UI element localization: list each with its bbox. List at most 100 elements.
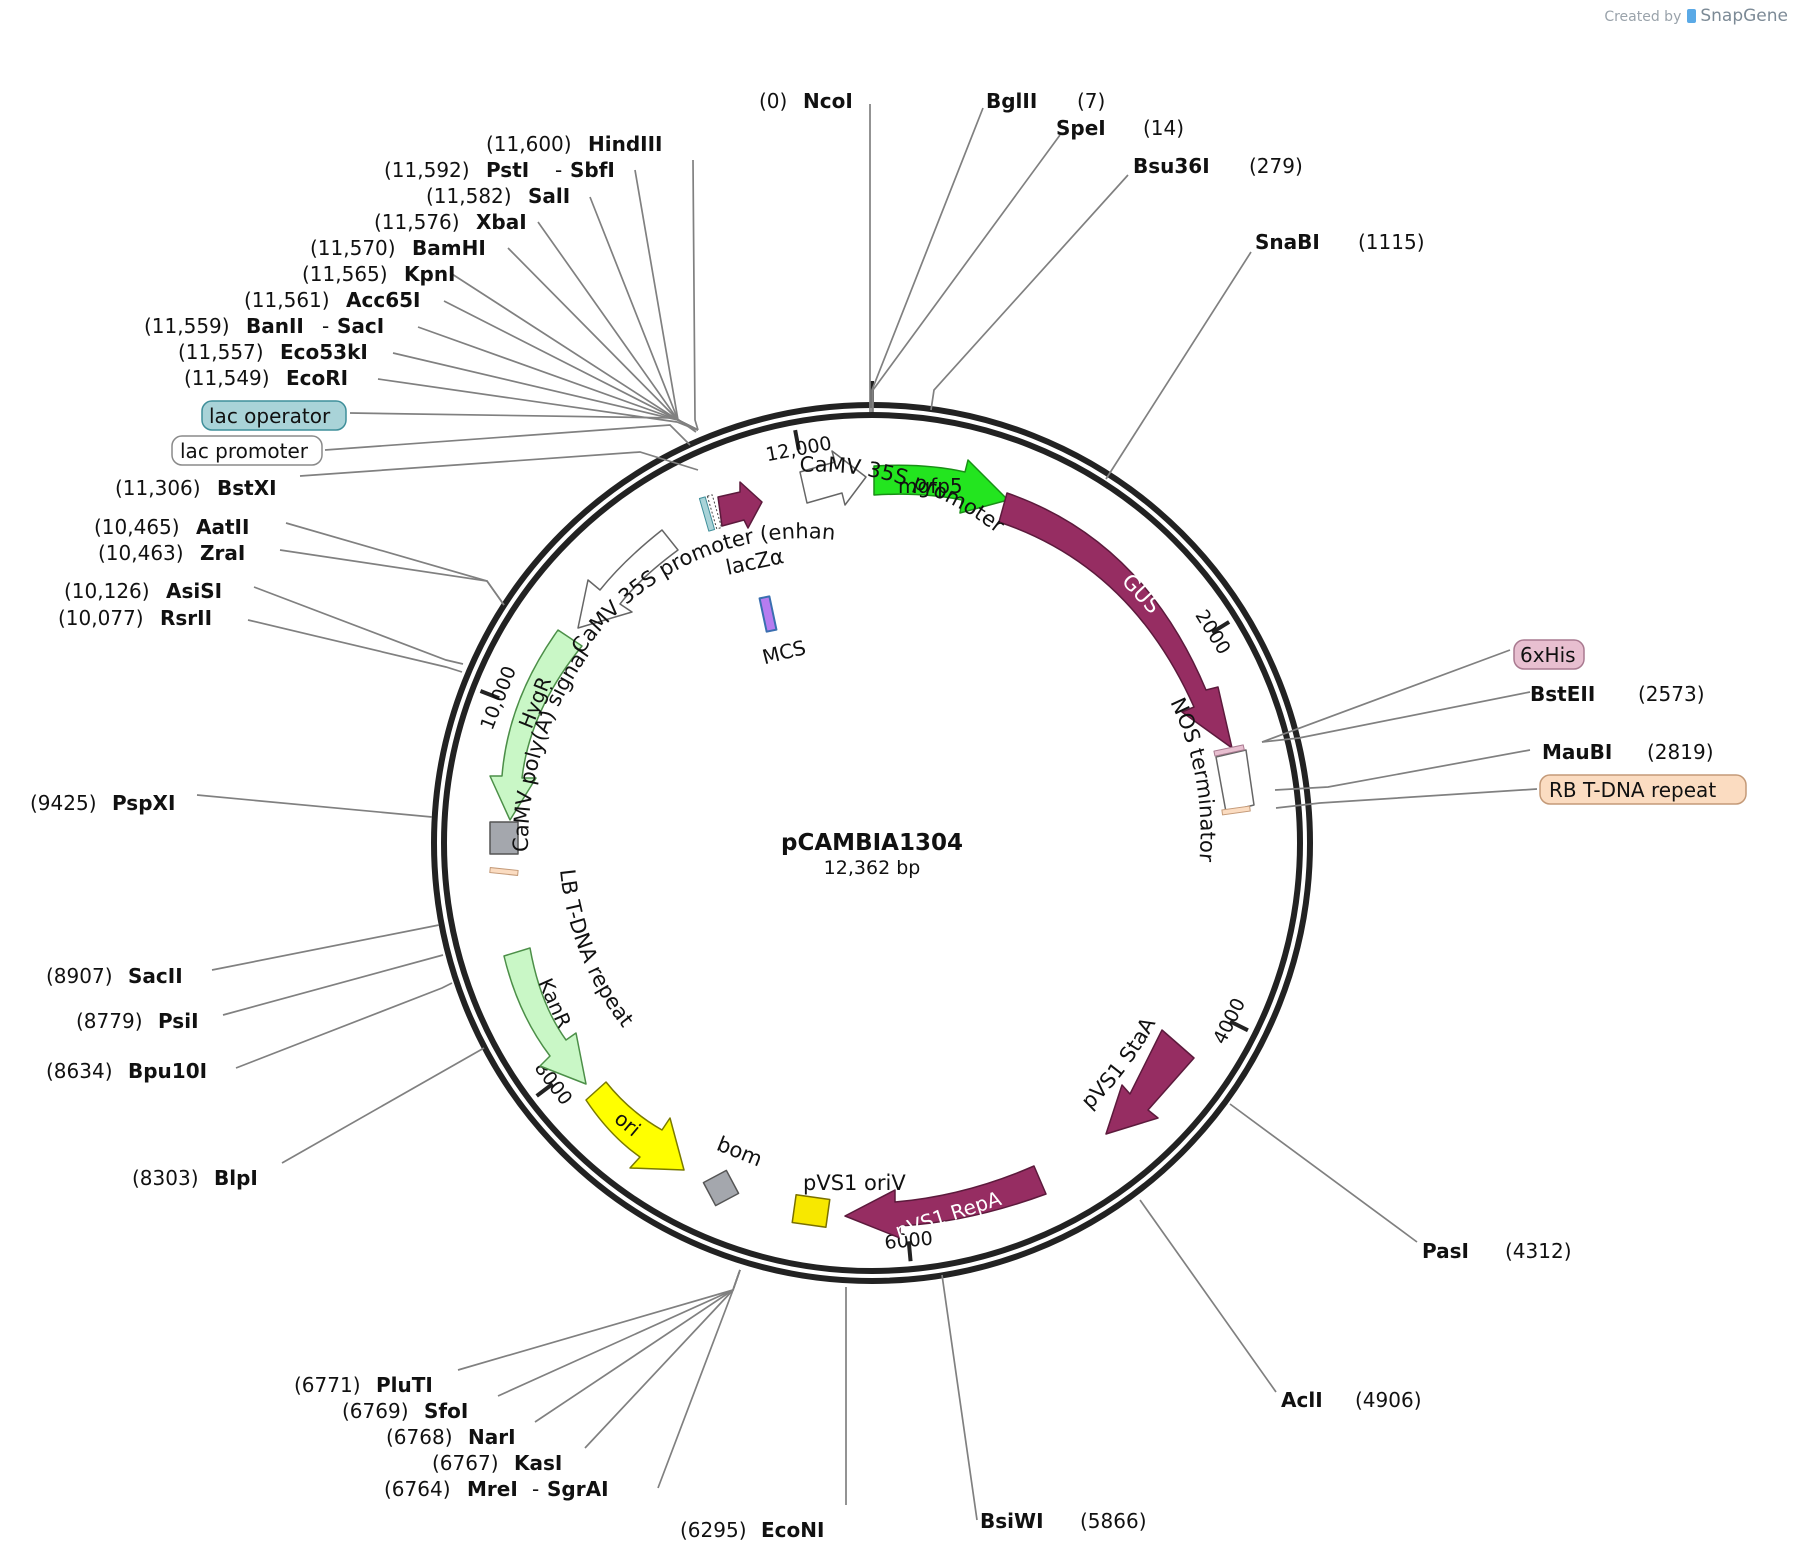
feature-pvs1-staa-arrow[interactable] xyxy=(1105,1029,1195,1135)
enzyme-Bpu10I-position[interactable]: (8634) xyxy=(46,1059,113,1083)
enzyme-AatII[interactable]: AatII xyxy=(196,515,249,539)
enzyme-XbaI[interactable]: XbaI xyxy=(476,210,527,234)
enzyme-AatII-position[interactable]: (10,465) xyxy=(94,515,180,539)
enzyme-Bpu10I[interactable]: Bpu10I xyxy=(128,1059,207,1083)
enzyme-BsiWI-position[interactable]: (5866) xyxy=(1080,1509,1147,1533)
enzyme-Acc65I-position[interactable]: (11,561) xyxy=(244,288,330,312)
enzyme-SgrAI[interactable]: SgrAI xyxy=(547,1477,609,1501)
enzyme-ZraI[interactable]: ZraI xyxy=(200,541,245,565)
enzyme-HindIII-position[interactable]: (11,600) xyxy=(486,132,572,156)
callout-lac-promoter[interactable]: lac promoter xyxy=(180,439,309,463)
enzyme-PluTI[interactable]: PluTI xyxy=(376,1373,433,1397)
enzyme-MauBI[interactable]: MauBI xyxy=(1542,740,1612,764)
enzyme-ZraI-position[interactable]: (10,463) xyxy=(98,541,184,565)
enzyme-PluTI-position[interactable]: (6771) xyxy=(294,1373,361,1397)
callout-rb-tdna-box[interactable] xyxy=(1539,774,1747,805)
enzyme-RsrII[interactable]: RsrII xyxy=(160,606,212,630)
enzyme-PasI-position[interactable]: (4312) xyxy=(1505,1239,1572,1263)
feature-kanr-arrow[interactable] xyxy=(503,947,587,1085)
enzyme-SpeI-position[interactable]: (14) xyxy=(1143,116,1184,140)
enzyme-BglII[interactable]: BglII xyxy=(986,89,1037,113)
enzyme-Bsu36I[interactable]: Bsu36I xyxy=(1133,154,1210,178)
enzyme-BstEII[interactable]: BstEII xyxy=(1530,682,1595,706)
callout-lac-promoter-box[interactable] xyxy=(171,435,323,466)
feature-hygr-arrow[interactable] xyxy=(489,629,583,821)
tick-mark xyxy=(793,429,801,451)
feature-bom[interactable] xyxy=(702,1169,740,1207)
feature-camv-polya[interactable] xyxy=(489,821,519,855)
enzyme-KpnI[interactable]: KpnI xyxy=(404,262,456,286)
callout-6xhis-box[interactable] xyxy=(1513,639,1585,670)
enzyme-NcoI-position[interactable]: (0) xyxy=(759,89,787,113)
enzyme-AsiSI[interactable]: AsiSI xyxy=(166,579,222,603)
enzyme-PsiI-position[interactable]: (8779) xyxy=(76,1009,143,1033)
enzyme-MauBI-position[interactable]: (2819) xyxy=(1647,740,1714,764)
enzyme-SacI[interactable]: SacI xyxy=(337,314,384,338)
enzyme-NarI-position[interactable]: (6768) xyxy=(386,1425,453,1449)
enzyme-KpnI-position[interactable]: (11,565) xyxy=(302,262,388,286)
enzyme-PspXI-position[interactable]: (9425) xyxy=(30,791,97,815)
enzyme-HindIII[interactable]: HindIII xyxy=(588,132,662,156)
enzyme-Acc65I[interactable]: Acc65I xyxy=(346,288,420,312)
enzyme-PsiI[interactable]: PsiI xyxy=(158,1009,199,1033)
enzyme-BamHI[interactable]: BamHI xyxy=(412,236,486,260)
feature-mgfp5-arrow[interactable] xyxy=(873,459,1009,514)
feature-lacZa-arrow[interactable] xyxy=(717,481,763,529)
enzyme-BlpI-position[interactable]: (8303) xyxy=(132,1166,199,1190)
enzyme-AclI[interactable]: AclI xyxy=(1281,1388,1323,1412)
enzyme-BlpI[interactable]: BlpI xyxy=(214,1166,258,1190)
enzyme-SnaBI[interactable]: SnaBI xyxy=(1255,230,1320,254)
enzyme-BanII-position[interactable]: (11,559) xyxy=(144,314,230,338)
callout-6xhis[interactable]: 6xHis xyxy=(1520,643,1576,667)
enzyme-SpeI[interactable]: SpeI xyxy=(1056,116,1106,140)
enzyme-Eco53kI[interactable]: Eco53kI xyxy=(280,340,368,364)
enzyme-AclI-position[interactable]: (4906) xyxy=(1355,1388,1422,1412)
enzyme-AsiSI-position[interactable]: (10,126) xyxy=(64,579,150,603)
enzyme-PstI-position[interactable]: (11,592) xyxy=(384,158,470,182)
enzyme-BanII[interactable]: BanII xyxy=(246,314,304,338)
callout-rb-tdna[interactable]: RB T-DNA repeat xyxy=(1549,778,1716,802)
feature-ori-arrow[interactable] xyxy=(585,1081,685,1171)
enzyme-PspXI[interactable]: PspXI xyxy=(112,791,175,815)
enzyme-BsiWI[interactable]: BsiWI xyxy=(980,1509,1044,1533)
enzyme-SalI-position[interactable]: (11,582) xyxy=(426,184,512,208)
enzyme-BstXI-position[interactable]: (11,306) xyxy=(115,476,201,500)
tick-mark xyxy=(479,689,500,701)
enzyme-PstI[interactable]: PstI xyxy=(486,158,529,182)
enzyme-KasI[interactable]: KasI xyxy=(514,1451,562,1475)
enzyme-SacII-position[interactable]: (8907) xyxy=(46,964,113,988)
feature-pvs1-oriv[interactable] xyxy=(791,1194,831,1228)
enzyme-EcoNI-position[interactable]: (6295) xyxy=(680,1518,747,1542)
callout-lac-operator[interactable]: lac operator xyxy=(209,404,331,428)
enzyme-RsrII-position[interactable]: (10,077) xyxy=(58,606,144,630)
enzyme-EcoRI-position[interactable]: (11,549) xyxy=(184,366,270,390)
enzyme-MreI[interactable]: MreI xyxy=(467,1477,518,1501)
enzyme-EcoRI[interactable]: EcoRI xyxy=(286,366,348,390)
enzyme-MreI-position[interactable]: (6764) xyxy=(384,1477,451,1501)
enzyme-Bsu36I-position[interactable]: (279) xyxy=(1249,154,1303,178)
enzyme-BamHI-position[interactable]: (11,570) xyxy=(310,236,396,260)
enzyme-SfoI[interactable]: SfoI xyxy=(424,1399,468,1423)
enzyme-NarI[interactable]: NarI xyxy=(468,1425,516,1449)
feature-nos-terminator[interactable] xyxy=(1215,749,1255,813)
enzyme-SalI[interactable]: SalI xyxy=(528,184,570,208)
feature-pvs1-repa-arrow[interactable] xyxy=(844,1165,1047,1239)
enzyme-PasI[interactable]: PasI xyxy=(1422,1239,1469,1263)
feature-camv35s-enhanced-arrow[interactable] xyxy=(577,529,679,629)
enzyme-BglII-position[interactable]: (7) xyxy=(1077,89,1105,113)
enzyme-SnaBI-position[interactable]: (1115) xyxy=(1358,230,1425,254)
feature-lb-tdna-mark xyxy=(489,867,519,876)
enzyme-BstXI[interactable]: BstXI xyxy=(217,476,277,500)
enzyme-SacII[interactable]: SacII xyxy=(128,964,183,988)
feature-mcs[interactable] xyxy=(758,595,778,633)
enzyme-BstEII-position[interactable]: (2573) xyxy=(1638,682,1705,706)
enzyme-XbaI-position[interactable]: (11,576) xyxy=(374,210,460,234)
callout-lac-operator-box[interactable] xyxy=(201,400,347,431)
feature-camv35s-arrow[interactable] xyxy=(799,450,867,506)
enzyme-SfoI-position[interactable]: (6769) xyxy=(342,1399,409,1423)
enzyme-EcoNI[interactable]: EcoNI xyxy=(761,1518,824,1542)
enzyme-KasI-position[interactable]: (6767) xyxy=(432,1451,499,1475)
enzyme-NcoI[interactable]: NcoI xyxy=(803,89,853,113)
enzyme-Eco53kI-position[interactable]: (11,557) xyxy=(178,340,264,364)
enzyme-SbfI[interactable]: SbfI xyxy=(570,158,615,182)
